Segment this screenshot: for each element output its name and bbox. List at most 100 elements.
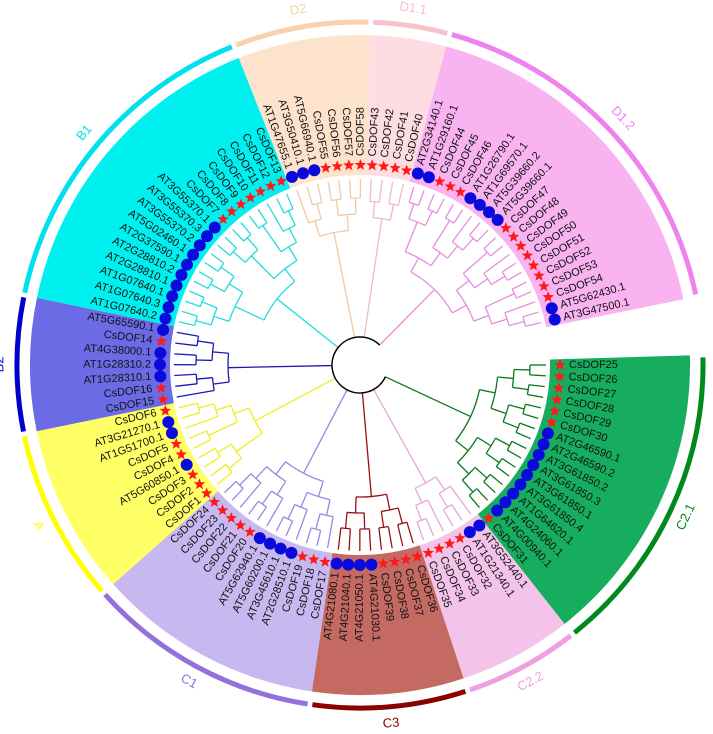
- branch: [443, 504, 453, 511]
- star-marker-icon: [433, 175, 446, 187]
- branch: [462, 237, 474, 251]
- branch: [427, 499, 444, 532]
- clade-label: D2: [289, 0, 308, 18]
- branch: [476, 488, 489, 501]
- branch: [456, 279, 470, 291]
- branch: [415, 499, 428, 506]
- star-marker-icon: [443, 537, 456, 549]
- circle-marker-icon: [180, 458, 193, 471]
- branch: [266, 497, 284, 527]
- branch: [257, 500, 267, 508]
- branch: [468, 494, 480, 508]
- branch: [229, 247, 238, 256]
- star-marker-icon: [454, 532, 466, 544]
- branch: [185, 300, 201, 308]
- branch: [414, 487, 423, 504]
- branch: [385, 494, 391, 511]
- star-marker-icon: [400, 553, 412, 565]
- branch: [210, 464, 227, 477]
- branch: [457, 462, 470, 475]
- star-marker-icon: [217, 213, 229, 225]
- branch: [511, 440, 527, 450]
- circle-marker-icon: [541, 427, 554, 440]
- branch: [397, 507, 403, 524]
- clade-arc-B2: [14, 296, 27, 433]
- leaf-label: CsDOF27: [567, 383, 617, 401]
- branch: [507, 271, 522, 281]
- clade-wedges: [30, 35, 690, 695]
- branch: [224, 236, 238, 249]
- star-marker-icon: [553, 370, 566, 382]
- branch: [446, 245, 459, 259]
- branch: [408, 203, 415, 220]
- star-marker-icon: [554, 359, 566, 370]
- circle-marker-icon: [162, 301, 175, 314]
- branch: [490, 376, 499, 409]
- branch: [213, 381, 230, 385]
- circle-marker-icon: [175, 268, 188, 281]
- branch: [479, 389, 496, 394]
- star-marker-icon: [155, 335, 168, 347]
- branch: [430, 252, 441, 267]
- branch: [483, 481, 496, 494]
- star-marker-icon: [157, 393, 169, 405]
- branch: [406, 521, 414, 544]
- star-marker-icon: [264, 180, 277, 191]
- star-marker-icon: [548, 405, 561, 416]
- star-marker-icon: [187, 468, 199, 480]
- leaf-label: CsDOF39: [378, 572, 396, 622]
- branch: [275, 516, 285, 532]
- branch: [205, 430, 212, 441]
- leaf-label: CsDOF56: [325, 108, 342, 158]
- leaf-label: AT1G28310.2: [83, 359, 151, 371]
- branch: [233, 407, 250, 415]
- clade-stem-branch: [373, 389, 427, 484]
- branch: [495, 437, 510, 447]
- branch: [258, 222, 268, 229]
- branch: [483, 272, 492, 285]
- star-marker-icon: [444, 180, 456, 192]
- branch: [288, 227, 298, 243]
- branch: [178, 402, 198, 409]
- branch: [452, 304, 467, 314]
- branch: [305, 527, 312, 544]
- star-marker-icon: [244, 525, 256, 537]
- branch: [266, 466, 287, 482]
- circle-marker-icon: [154, 358, 167, 371]
- branch: [519, 422, 535, 430]
- branch: [508, 404, 525, 410]
- branch: [501, 457, 516, 468]
- branch: [250, 255, 275, 280]
- circle-marker-icon: [499, 496, 512, 509]
- branch: [522, 413, 539, 419]
- branch: [483, 253, 510, 274]
- branch: [316, 203, 322, 220]
- clade-arc-D1.1: [373, 19, 448, 36]
- leaf-markers: [154, 159, 566, 571]
- branch: [512, 386, 529, 391]
- branch: [490, 245, 504, 257]
- branch: [527, 393, 544, 398]
- branch: [189, 290, 205, 298]
- branch: [455, 440, 469, 452]
- branch: [497, 376, 514, 380]
- branch: [495, 466, 510, 477]
- star-marker-icon: [319, 555, 331, 567]
- star-marker-icon: [422, 546, 434, 558]
- leaf-label: AT4G21050.1: [354, 574, 366, 642]
- star-marker-icon: [208, 496, 221, 507]
- branch: [416, 521, 425, 541]
- branch: [511, 281, 527, 290]
- circle-marker-icon: [274, 542, 287, 555]
- branch: [314, 220, 321, 237]
- clade-arc-B1: [22, 44, 233, 294]
- clade-arc-C2.1: [572, 357, 706, 635]
- star-marker-icon: [254, 185, 267, 197]
- branch: [193, 280, 209, 290]
- circle-marker-icon: [162, 416, 175, 429]
- star-marker-icon: [400, 164, 413, 176]
- branch: [216, 471, 233, 485]
- clade-label: C2.1: [673, 501, 698, 532]
